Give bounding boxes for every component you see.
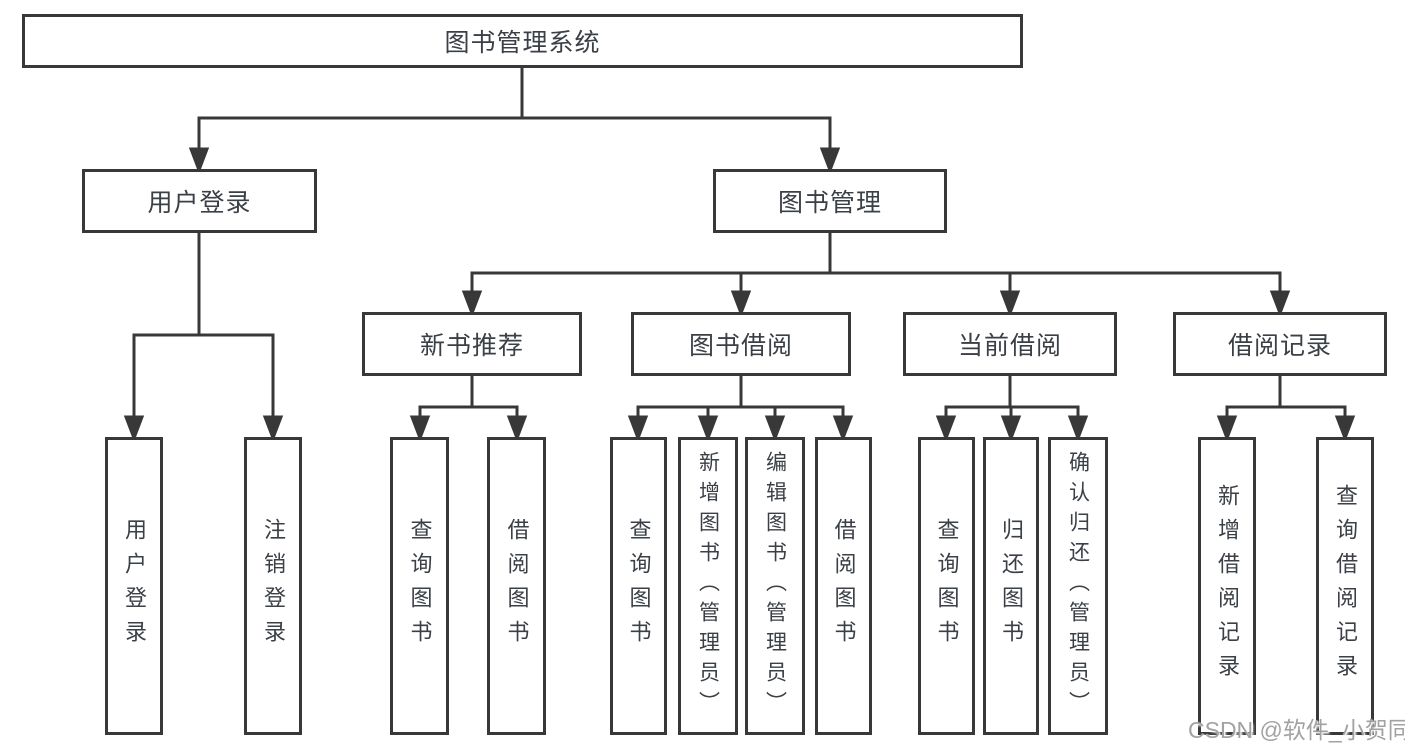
arrowhead (1067, 415, 1089, 443)
connector-new-book-to-leaves (409, 376, 528, 443)
leaf-query-book-recommend-label: 查询图书 (407, 518, 433, 654)
leaf-logout: 注销登录 (244, 437, 302, 735)
connector-book-management-to-level3 (461, 233, 1291, 318)
leaf-query-book-borrow: 查询图书 (610, 437, 667, 735)
leaf-query-book-borrow-label: 查询图书 (626, 518, 652, 654)
connector-borrow-records-to-leaves (1216, 376, 1356, 443)
leaf-user-login-label: 用户登录 (122, 518, 147, 654)
arrowhead (409, 415, 431, 443)
node-root-label: 图书管理系统 (444, 29, 601, 57)
leaf-borrow-book-label: 借阅图书 (831, 518, 857, 654)
node-borrow-records: 借阅记录 (1173, 312, 1387, 376)
arrowhead (1216, 415, 1238, 443)
leaf-edit-book-admin: 编辑图书（管理员） (745, 437, 805, 735)
leaf-add-book-admin: 新增图书（管理员） (678, 437, 738, 735)
leaf-query-book-current: 查询图书 (918, 437, 975, 735)
leaf-query-book-recommend: 查询图书 (390, 437, 449, 735)
node-user-login: 用户登录 (82, 169, 317, 233)
node-user-login-label: 用户登录 (147, 189, 252, 217)
leaf-return-book: 归还图书 (983, 437, 1039, 735)
node-book-management-label: 图书管理 (777, 189, 882, 217)
connector-current-borrow-to-leaves (935, 376, 1089, 443)
node-book-borrow: 图书借阅 (631, 312, 851, 376)
arrowhead (123, 415, 145, 443)
arrowhead (832, 415, 854, 443)
arrowhead (1000, 415, 1022, 443)
node-current-borrow-label: 当前借阅 (957, 332, 1062, 360)
leaf-return-book-label: 归还图书 (999, 518, 1024, 654)
node-new-book-recommend: 新书推荐 (362, 312, 582, 376)
arrowhead (627, 415, 649, 443)
leaf-add-borrow-record-label: 新增借阅记录 (1215, 484, 1240, 688)
connector-book-borrow-to-leaves (627, 376, 854, 443)
arrowhead (461, 290, 483, 318)
arrowhead (764, 415, 786, 443)
node-book-management: 图书管理 (713, 169, 947, 233)
leaf-borrow-book: 借阅图书 (815, 437, 872, 735)
node-current-borrow: 当前借阅 (903, 312, 1117, 376)
csdn-watermark: CSDN @软件_小贺同学 (1188, 717, 1405, 743)
leaf-query-borrow-record: 查询借阅记录 (1316, 437, 1374, 735)
arrowhead (730, 290, 752, 318)
node-new-book-recommend-label: 新书推荐 (419, 332, 524, 360)
leaf-edit-book-admin-label: 编辑图书（管理员） (763, 451, 787, 721)
leaf-user-login: 用户登录 (105, 437, 163, 735)
arrowhead (999, 290, 1021, 318)
leaf-add-book-admin-label: 新增图书（管理员） (696, 451, 720, 721)
leaf-query-borrow-record-label: 查询借阅记录 (1333, 484, 1358, 688)
arrowhead (1269, 290, 1291, 318)
node-borrow-records-label: 借阅记录 (1227, 332, 1332, 360)
arrowhead (1334, 415, 1356, 443)
leaf-borrow-book-recommend-label: 借阅图书 (504, 518, 530, 654)
leaf-query-book-current-label: 查询图书 (934, 518, 960, 654)
connector-root-to-level2 (188, 68, 841, 175)
connector-user-login-to-leaves (123, 233, 284, 443)
arrowhead (935, 415, 957, 443)
leaf-borrow-book-recommend: 借阅图书 (487, 437, 546, 735)
arrowhead (697, 415, 719, 443)
leaf-confirm-return-admin: 确认归还（管理员） (1048, 437, 1108, 735)
leaf-confirm-return-admin-label: 确认归还（管理员） (1066, 451, 1090, 721)
leaf-add-borrow-record: 新增借阅记录 (1198, 437, 1256, 735)
node-book-borrow-label: 图书借阅 (688, 332, 793, 360)
leaf-logout-label: 注销登录 (261, 518, 286, 654)
arrowhead (819, 147, 841, 175)
arrowhead (188, 147, 210, 175)
node-root: 图书管理系统 (22, 14, 1023, 68)
arrowhead (506, 415, 528, 443)
arrowhead (262, 415, 284, 443)
